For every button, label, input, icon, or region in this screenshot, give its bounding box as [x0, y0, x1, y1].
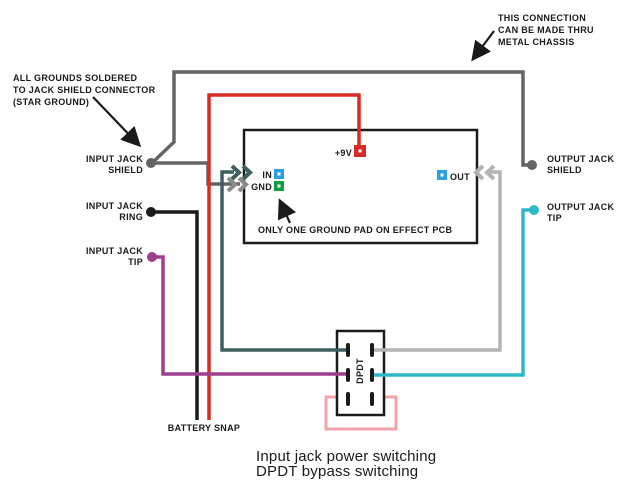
- gnd-note-arrow-icon: [277, 198, 296, 224]
- output-shield-label-line1: OUTPUT JACK: [547, 154, 615, 164]
- pad-in-hole: [277, 172, 281, 176]
- output-shield-label-line2: SHIELD: [547, 165, 582, 175]
- star-ground-arrow-icon: [92, 96, 142, 148]
- in-chevron-icon: [230, 164, 242, 181]
- wire-battery-red: [207, 93, 361, 420]
- in-chevron-icon: [241, 164, 253, 181]
- pad-in-label: IN: [262, 170, 272, 180]
- star-ground-note-line3: (STAR GROUND): [13, 97, 89, 107]
- input-tip-label-line2: TIP: [128, 257, 143, 267]
- input-shield-label-line2: SHIELD: [108, 165, 143, 175]
- caption-line2: DPDT bypass switching: [256, 463, 418, 480]
- wire-pcb-in: [220, 170, 348, 352]
- pad-9v-hole: [358, 149, 362, 153]
- battery-snap-label: BATTERY SNAP: [168, 423, 240, 433]
- out-chevron-icon: [484, 164, 496, 181]
- pad-gnd-label: GND: [251, 182, 272, 192]
- gnd-chevron-icon: [237, 176, 249, 193]
- pad-9v-label: +9V: [335, 148, 352, 158]
- wire-output-tip: [372, 208, 534, 377]
- dpdt-pin-right-bottom: [370, 392, 374, 406]
- dpdt-pin-right-mid: [370, 368, 374, 382]
- input-ring-label-line2: RING: [119, 212, 143, 222]
- dpdt-pin-right-top: [370, 343, 374, 357]
- caption-line1: Input jack power switching: [256, 448, 436, 465]
- input-tip-label-line1: INPUT JACK: [86, 246, 143, 256]
- wire-chassis-ground: [150, 70, 531, 167]
- dpdt-pin-left-bottom: [346, 392, 350, 406]
- output-tip-terminal: [529, 205, 539, 215]
- input-shield-label-line1: INPUT JACK: [86, 154, 143, 164]
- dpdt-label: DPDT: [355, 358, 365, 384]
- chassis-note-line3: METAL CHASSIS: [498, 37, 575, 47]
- ground-pad-note: ONLY ONE GROUND PAD ON EFFECT PCB: [258, 225, 452, 235]
- input-shield-terminal: [146, 158, 156, 168]
- input-tip-terminal: [147, 252, 157, 262]
- dpdt-pin-left-mid: [346, 368, 350, 382]
- star-ground-note-line2: TO JACK SHIELD CONNECTOR: [13, 85, 156, 95]
- pad-gnd-hole: [277, 184, 281, 188]
- out-chevron-icon: [473, 164, 485, 181]
- dpdt-pin-left-top: [346, 343, 350, 357]
- wire-pcb-out: [372, 170, 502, 352]
- star-ground-note-line1: ALL GROUNDS SOLDERED: [13, 73, 138, 83]
- input-ring-label-line1: INPUT JACK: [86, 201, 143, 211]
- chassis-arrow-icon: [471, 30, 495, 62]
- wire-input-tip: [152, 255, 348, 376]
- output-tip-label-line1: OUTPUT JACK: [547, 202, 615, 212]
- wire-battery-black: [151, 210, 199, 420]
- gnd-chevron-icon: [226, 176, 238, 193]
- pad-out-hole: [440, 173, 444, 177]
- wire-dpdt-jumper: [324, 395, 398, 431]
- output-shield-terminal: [527, 160, 537, 170]
- chassis-note-line2: CAN BE MADE THRU: [498, 25, 594, 35]
- input-ring-terminal: [146, 207, 156, 217]
- chassis-note-line1: THIS CONNECTION: [498, 13, 586, 23]
- pad-out-label: OUT: [450, 172, 470, 182]
- output-tip-label-line2: TIP: [547, 213, 562, 223]
